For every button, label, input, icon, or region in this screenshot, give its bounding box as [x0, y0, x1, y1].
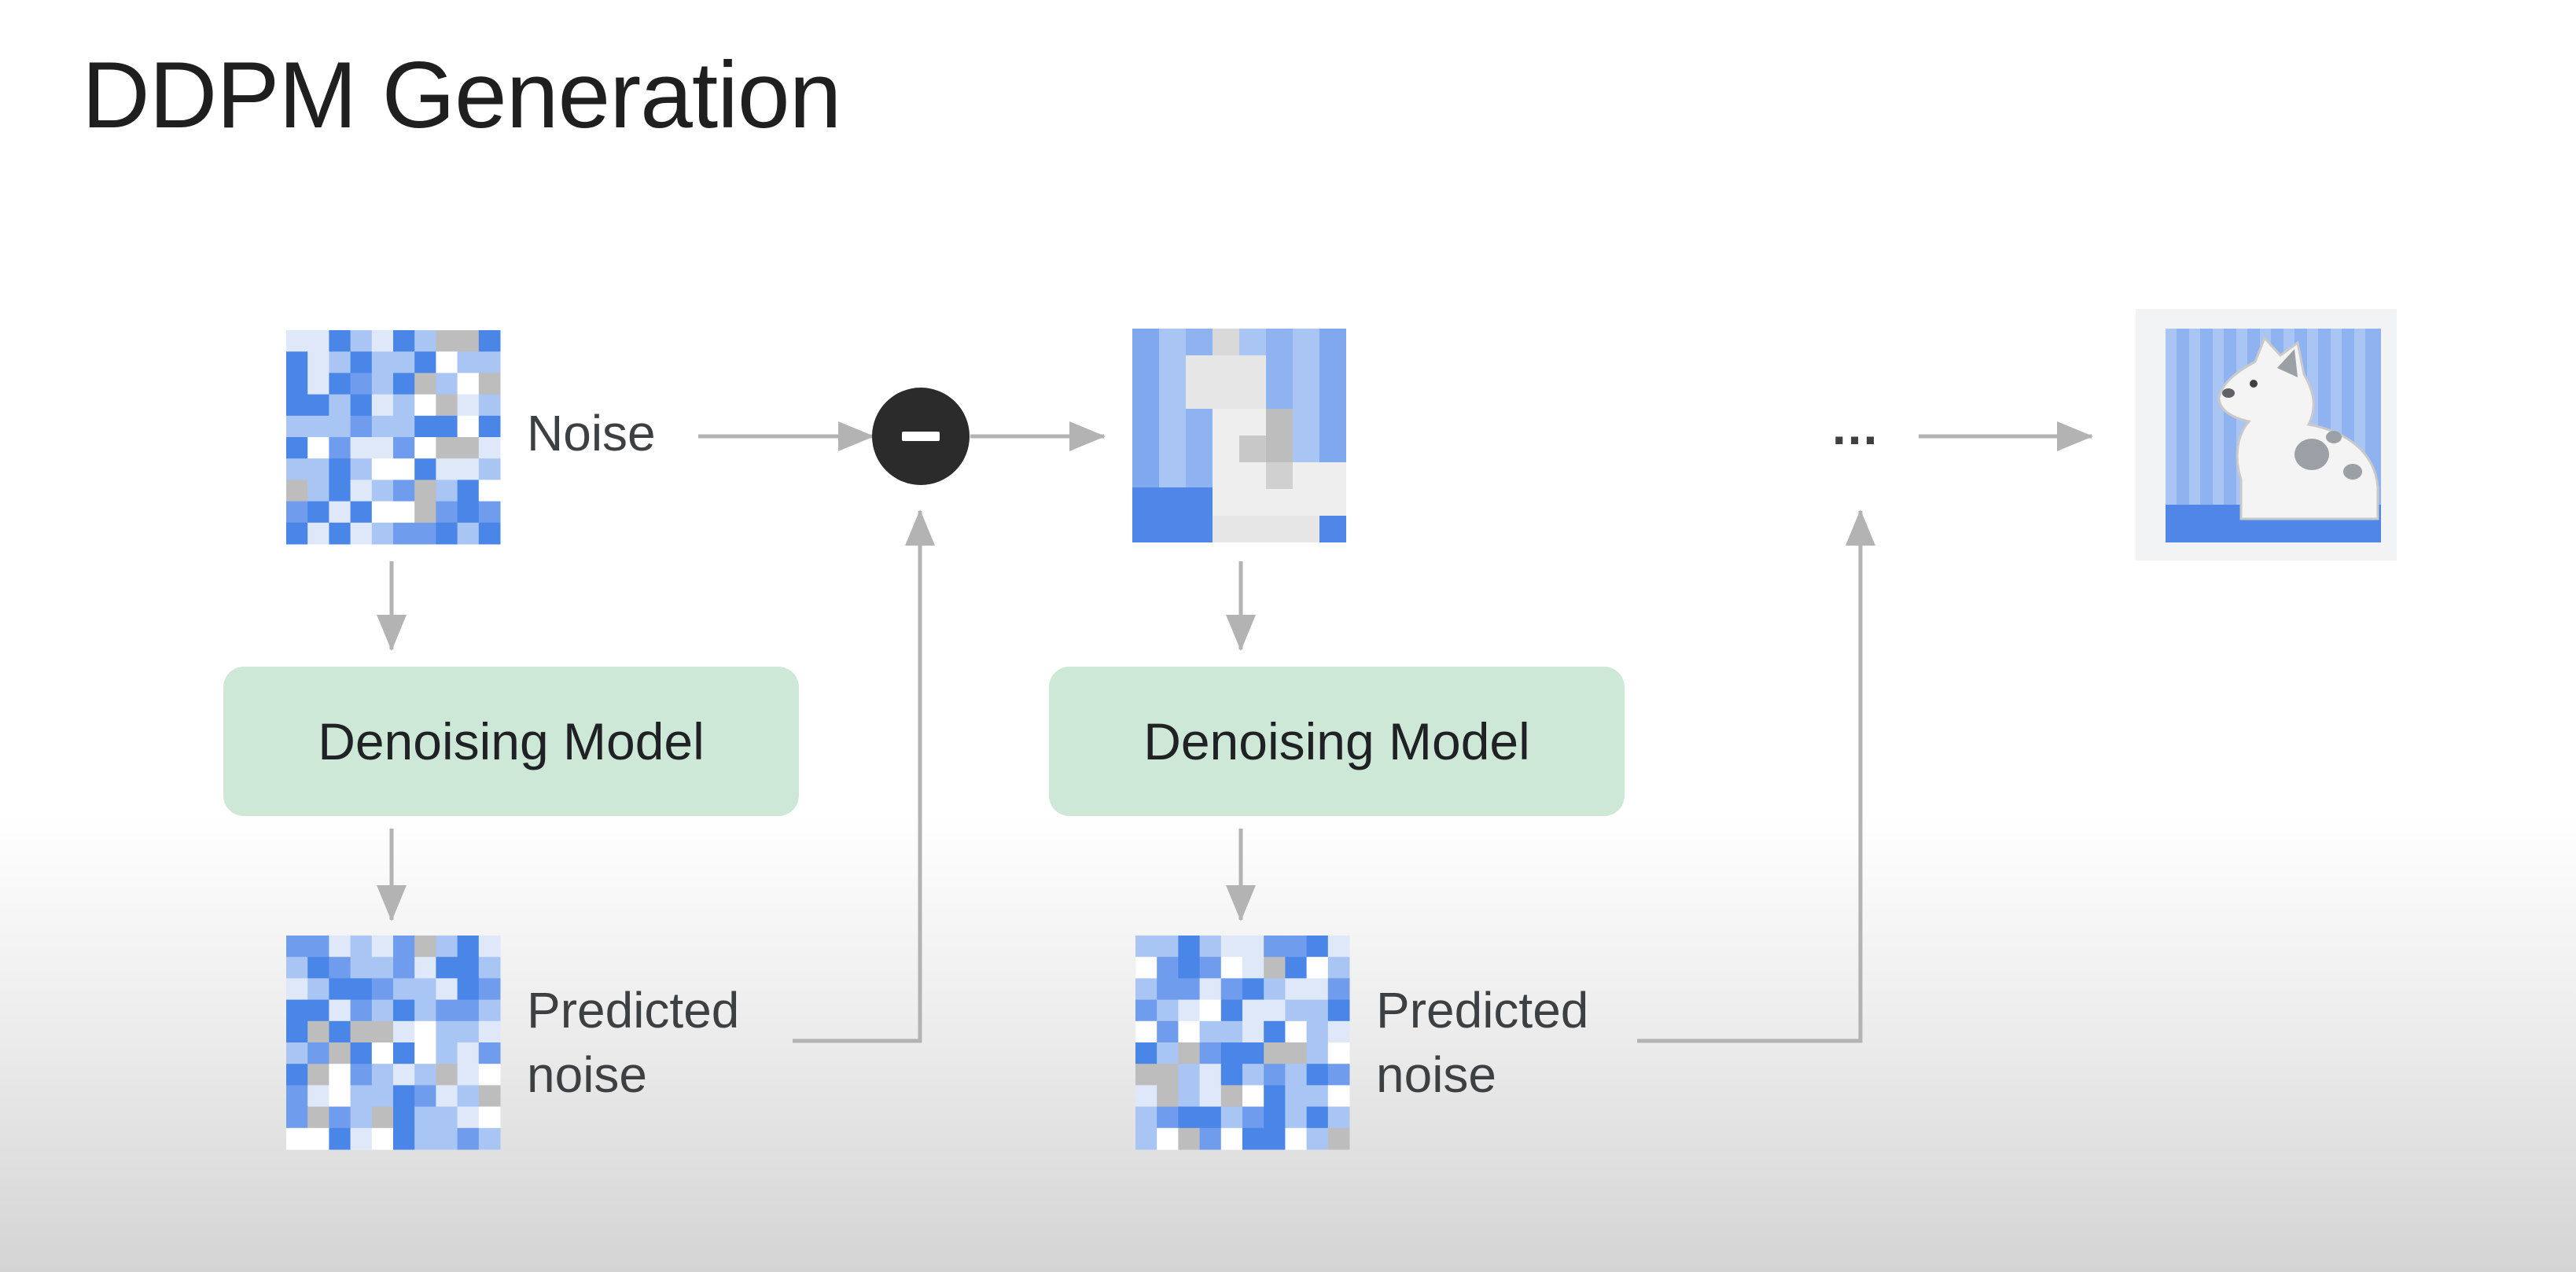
arrow-prediction-1-to-subtract	[793, 509, 935, 1043]
predicted-noise-image-2	[1135, 936, 1350, 1150]
predicted-noise-label-line2: noise	[527, 1046, 647, 1103]
slide-title: DDPM Generation	[82, 42, 841, 148]
noise-image-input	[286, 330, 501, 545]
subtract-operator-icon	[872, 388, 970, 485]
denoising-model-box-1: Denoising Model	[223, 667, 799, 816]
noise-label: Noise	[527, 405, 656, 461]
predicted-noise-label-line2: noise	[1376, 1046, 1496, 1103]
flow-arrows	[377, 421, 2093, 1043]
denoising-model-label: Denoising Model	[1143, 712, 1530, 770]
predicted-noise-label-2: Predicted noise	[1376, 978, 1588, 1107]
partially-denoised-image	[1132, 329, 1346, 542]
ellipsis-label: ...	[1832, 399, 1879, 455]
generated-dog-image	[2136, 309, 2397, 561]
predicted-noise-image-1	[286, 936, 501, 1150]
denoising-model-box-2: Denoising Model	[1049, 667, 1625, 816]
predicted-noise-label-line1: Predicted	[527, 982, 740, 1039]
denoising-model-label: Denoising Model	[318, 712, 705, 770]
predicted-noise-label-line1: Predicted	[1376, 982, 1589, 1039]
predicted-noise-label-1: Predicted noise	[527, 978, 739, 1107]
arrow-prediction-2-to-next-step	[1637, 509, 1875, 1043]
